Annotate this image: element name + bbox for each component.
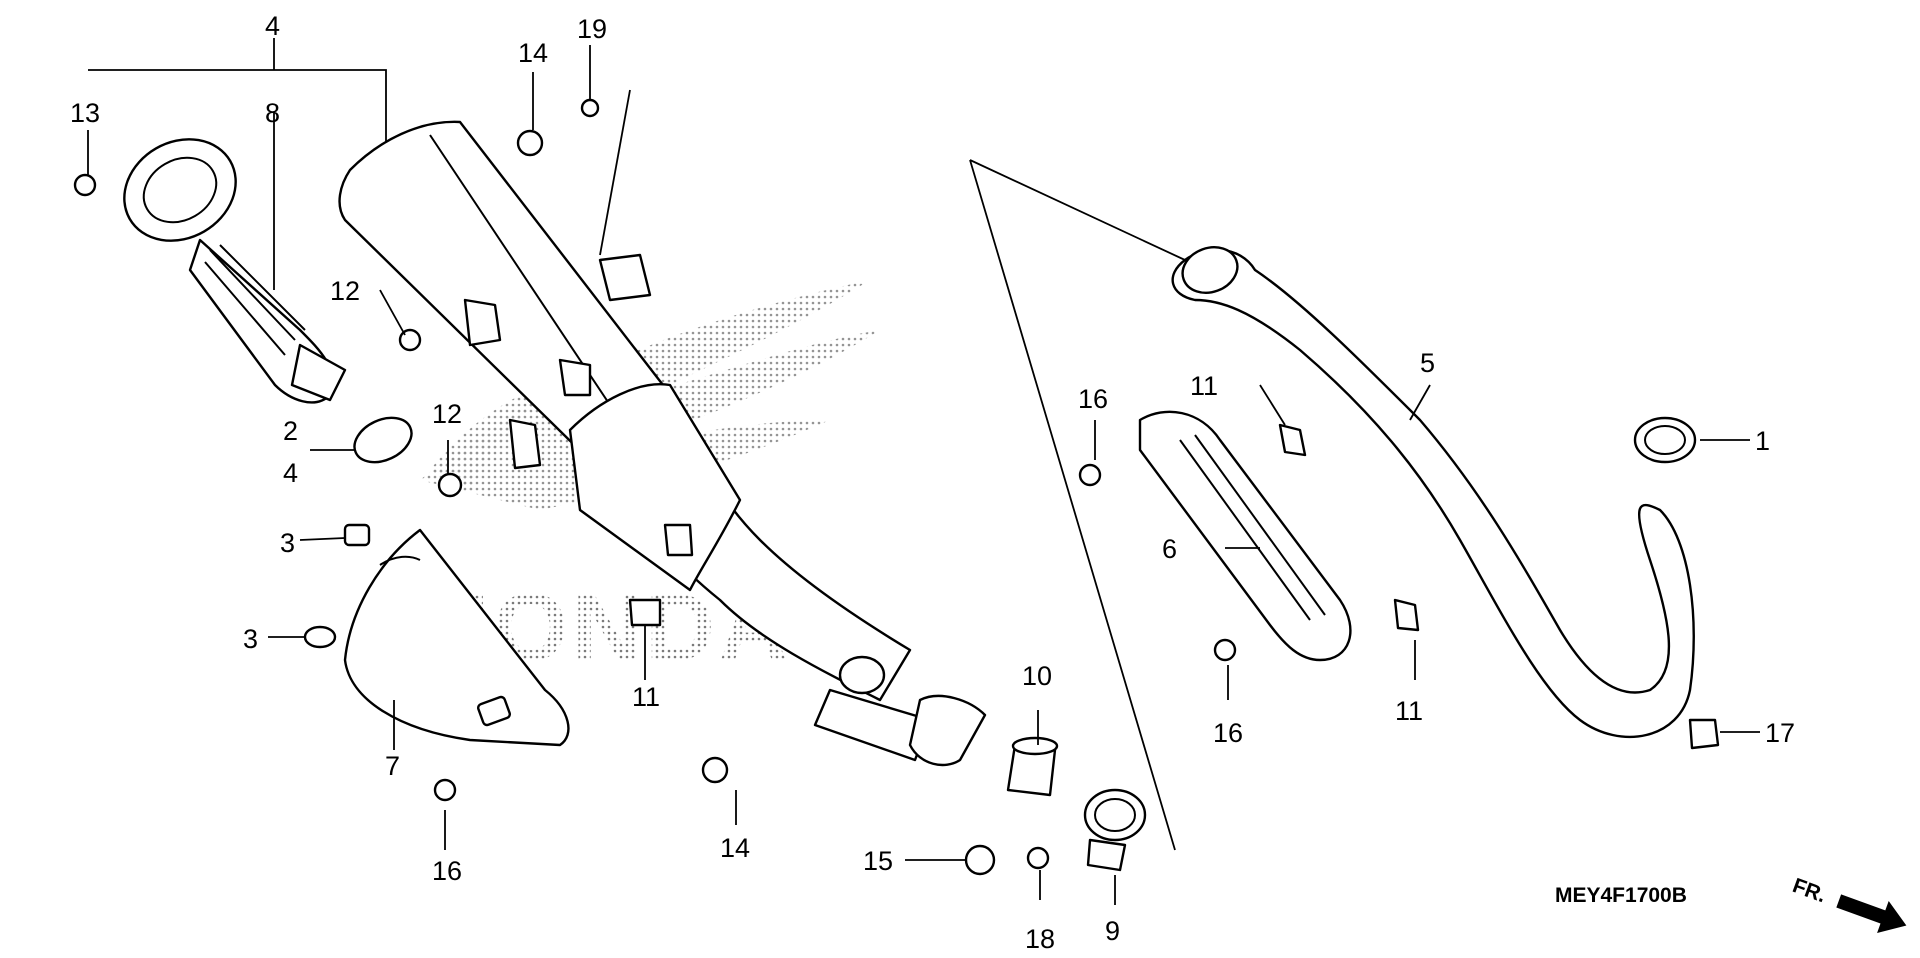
callout-11-lower-right: 11 <box>1395 696 1423 726</box>
muffler-clips <box>463 253 694 627</box>
front-direction-marker: FR. <box>1790 874 1907 933</box>
bolts-and-washers <box>73 98 1420 876</box>
muffler-heat-guard <box>343 528 570 747</box>
callout-18: 18 <box>1025 924 1055 954</box>
callout-3-upper: 3 <box>280 528 295 558</box>
callout-4-top: 4 <box>265 11 280 41</box>
callout-10: 10 <box>1022 661 1052 691</box>
front-marker-label: FR. <box>1790 874 1830 907</box>
callout-19: 19 <box>577 14 607 44</box>
exhaust-gasket <box>1633 416 1697 464</box>
callout-9: 9 <box>1105 916 1120 946</box>
callout-2: 2 <box>283 416 298 446</box>
end-cap-insert <box>123 138 347 404</box>
front-arrow-icon <box>1836 894 1907 933</box>
callout-16-mid: 16 <box>1078 384 1108 414</box>
callout-12-upper: 12 <box>330 276 360 306</box>
tail-pipe-section <box>813 655 987 767</box>
callout-6: 6 <box>1162 534 1177 564</box>
exhaust-pipe <box>1171 246 1695 739</box>
callout-16-left: 16 <box>432 856 462 886</box>
drawing-code: MEY4F1700B <box>1555 884 1687 907</box>
callout-labels: 4 8 13 14 19 12 12 2 4 3 3 7 16 11 14 10… <box>70 11 1795 954</box>
callout-3-lower: 3 <box>243 624 258 654</box>
muffler-front-guard <box>568 383 742 592</box>
callout-14-top: 14 <box>518 38 548 68</box>
callout-4-lower: 4 <box>283 458 298 488</box>
flange-nut <box>1688 718 1720 750</box>
exhaust-pipe-heat-guard <box>1138 410 1352 662</box>
exhaust-band-clamp <box>1083 788 1147 872</box>
callout-13: 13 <box>70 98 100 128</box>
callout-12-lower: 12 <box>432 399 462 429</box>
callout-16-right: 16 <box>1213 718 1243 748</box>
callout-14-bottom: 14 <box>720 833 750 863</box>
callout-15: 15 <box>863 846 893 876</box>
exhaust-collar <box>1006 736 1059 797</box>
callout-leader-lines <box>87 45 1760 905</box>
callout-8: 8 <box>265 98 280 128</box>
callout-11-upper-right: 11 <box>1190 371 1218 401</box>
callout-7: 7 <box>385 751 400 781</box>
part4-group-bracket <box>88 69 387 150</box>
callout-11-left: 11 <box>632 682 660 712</box>
callout-5: 5 <box>1420 348 1435 378</box>
callout-17: 17 <box>1765 718 1795 748</box>
callout-1: 1 <box>1755 426 1770 456</box>
